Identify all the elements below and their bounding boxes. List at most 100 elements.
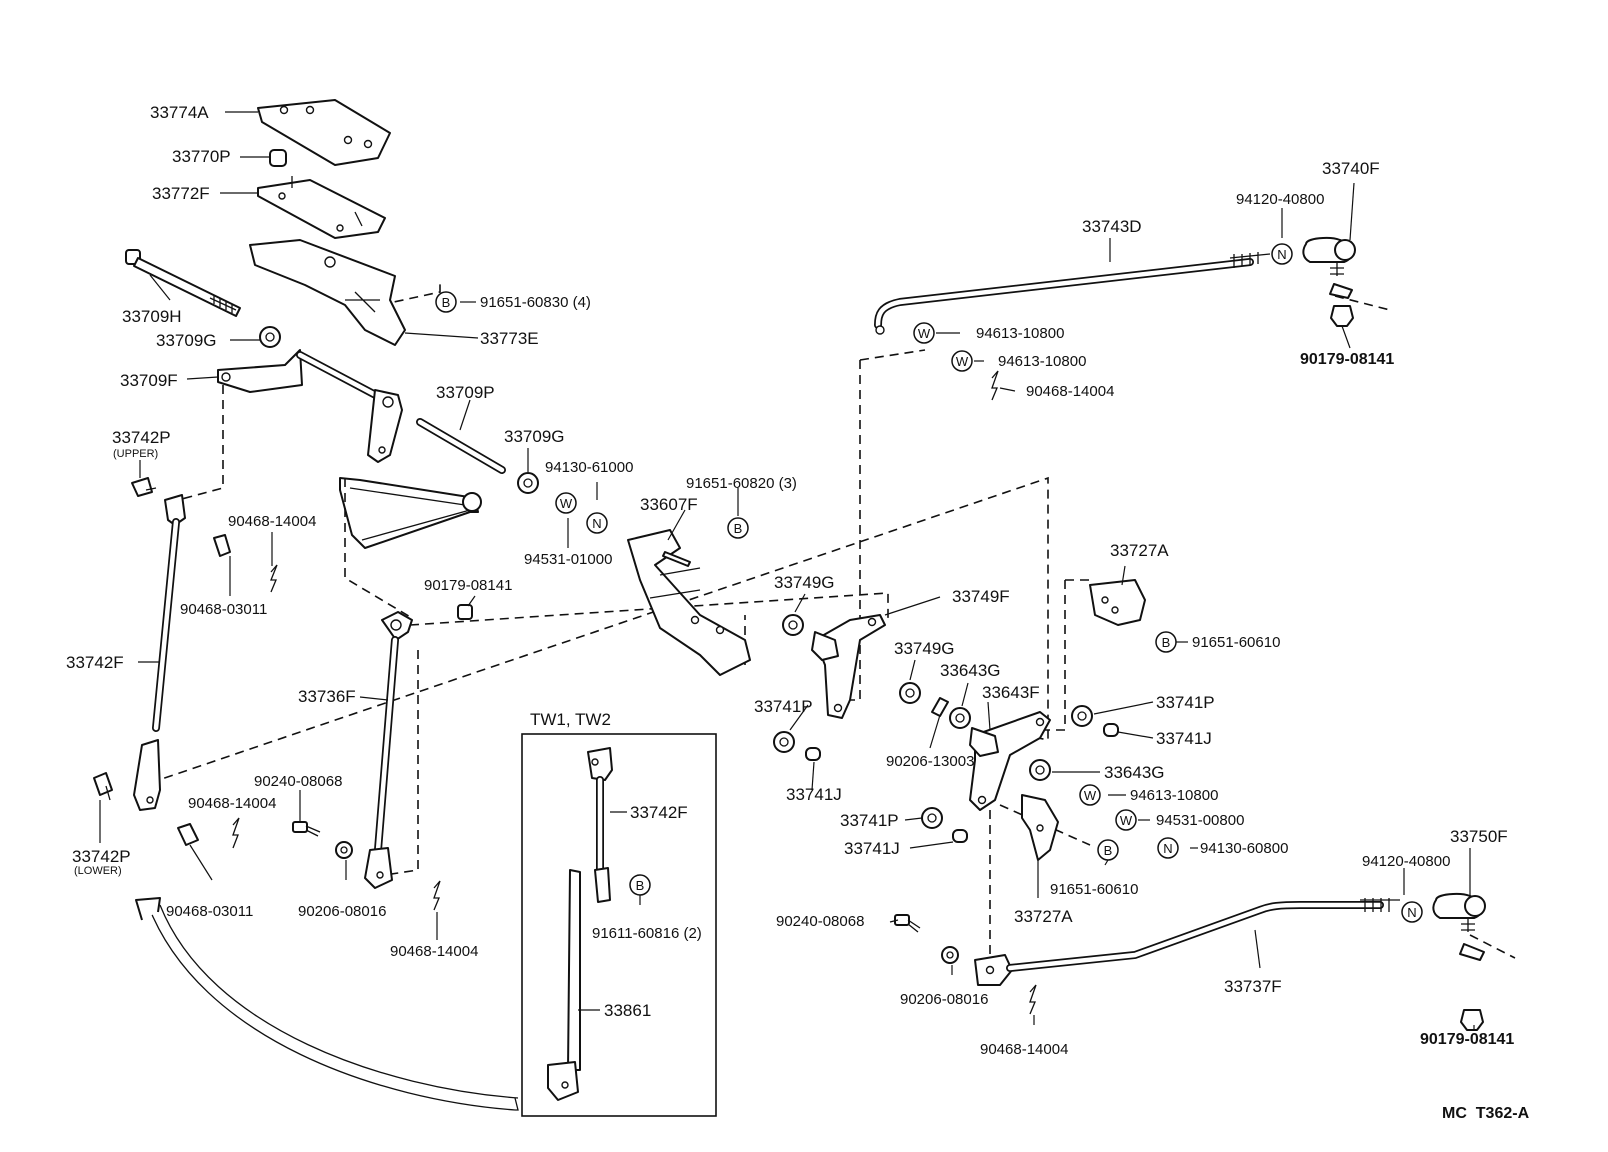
label-94120-40800-top: 94120-40800: [1236, 191, 1324, 208]
bushing-33741j-b: [1103, 723, 1119, 737]
bushing-33643g-b: [1029, 759, 1051, 781]
clip-90468-03011-a: [213, 534, 231, 557]
label-33741p-a: 33741P: [754, 697, 813, 716]
label-90468-03011-b: 90468-03011: [166, 903, 253, 920]
label-33741j-a: 33741J: [786, 785, 842, 804]
label-33741j-b: 33741J: [1156, 729, 1212, 748]
nut-90179-08141-mid: [457, 604, 473, 620]
bushing-33741p-c: [921, 807, 943, 829]
bushing-33749g-b: [899, 682, 921, 704]
label-90179-08141-bot: 90179-08141: [1420, 1031, 1514, 1048]
svg-text:W: W: [1120, 813, 1133, 828]
washer-symbol-94613-10800-a: W: [913, 322, 935, 344]
label-90468-14004-e: 90468-14004: [980, 1041, 1068, 1058]
pin-90468-14004-b: [232, 817, 240, 849]
ball-joint-33750f: [1432, 892, 1486, 932]
label-90206-08016-a: 90206-08016: [298, 903, 386, 920]
label-33741j-c: 33741J: [844, 839, 900, 858]
label-91651-60830: 91651-60830 (4): [480, 294, 591, 311]
bolt-90240-08068-a: [292, 821, 321, 837]
washer-symbol-94531-01000: W: [555, 492, 577, 514]
label-90240-08068-a: 90240-08068: [254, 773, 342, 790]
bolt-symbol-91651-60610-b: B: [1097, 839, 1119, 861]
label-33740f: 33740F: [1322, 159, 1380, 178]
washer-90206-08016-a: [335, 841, 353, 859]
label-upper-note: (UPPER): [113, 448, 158, 460]
label-33742f-tw: 33742F: [630, 803, 688, 822]
washer-90206-08016-b: [941, 946, 959, 964]
bracket-33727a-bot: [1021, 794, 1059, 861]
plate-33774a: [257, 99, 391, 166]
nut-symbol-94130-60800: N: [1157, 837, 1179, 859]
label-90468-14004-c: 90468-14004: [390, 943, 478, 960]
label-tw-group: TW1, TW2: [530, 710, 611, 729]
svg-text:B: B: [734, 521, 743, 536]
washer-symbol-94531-00800: W: [1115, 809, 1137, 831]
pin-90468-14004-c: [433, 880, 441, 911]
label-94531-00800: 94531-00800: [1156, 812, 1244, 829]
lower-frame-rod: [339, 477, 482, 549]
washer-33740f-ring: [1329, 283, 1353, 299]
label-33736f: 33736F: [298, 687, 356, 706]
label-91651-60610-a: 91651-60610: [1192, 634, 1280, 651]
label-33643f: 33643F: [982, 683, 1040, 702]
bolt-symbol-91651-60830: B: [435, 291, 457, 313]
label-33727a-bot: 33727A: [1014, 907, 1073, 926]
bracket-33607f: [627, 529, 751, 676]
svg-text:N: N: [1163, 841, 1172, 856]
svg-text:B: B: [442, 295, 451, 310]
label-33709f: 33709F: [120, 371, 178, 390]
nut-symbol-94130-61000: N: [586, 512, 608, 534]
pin-90468-14004-d: [991, 370, 999, 401]
label-33607f: 33607F: [640, 495, 698, 514]
label-90179-08141-top: 90179-08141: [1300, 351, 1394, 368]
label-90240-08068-b: 90240-08068: [776, 913, 864, 930]
nut-symbol-94120-40800-bot: N: [1401, 901, 1423, 923]
label-91611-60816: 91611-60816 (2): [592, 925, 702, 942]
rod-33742f: [133, 494, 186, 811]
bolt-33709h: [125, 249, 241, 317]
label-33772f: 33772F: [152, 184, 210, 203]
label-33749g-b: 33749G: [894, 639, 955, 658]
label-lower-note: (LOWER): [74, 865, 122, 877]
rod-33737f: [974, 898, 1400, 986]
nut-symbol-94120-40800-top: N: [1271, 243, 1293, 265]
label-90179-08141-mid: 90179-08141: [424, 577, 512, 594]
svg-text:W: W: [918, 326, 931, 341]
pin-90468-14004-a: [270, 564, 278, 593]
label-94613-10800-b: 94613-10800: [998, 353, 1086, 370]
bushing-33741p-b: [1071, 705, 1093, 727]
label-33643g-b: 33643G: [1104, 763, 1165, 782]
label-94120-40800-bot: 94120-40800: [1362, 853, 1450, 870]
up-arrow: [135, 897, 519, 1111]
label-33741p-b: 33741P: [1156, 693, 1215, 712]
label-94130-60800: 94130-60800: [1200, 840, 1288, 857]
washer-symbol-94613-10800-c: W: [1079, 784, 1101, 806]
rod-33743d: [874, 252, 1271, 335]
bolt-33742p-lower: [93, 772, 113, 801]
svg-text:B: B: [1162, 635, 1171, 650]
shaft-lever-33709f: [217, 349, 403, 463]
label-90206-13003: 90206-13003: [886, 753, 974, 770]
bushing-33643g-a: [949, 707, 971, 729]
bushing-33749g-a: [782, 614, 804, 636]
label-33861: 33861: [604, 1001, 651, 1020]
washer-33750f-ring: [1459, 943, 1485, 961]
label-33749g-a: 33749G: [774, 573, 835, 592]
bushing-33709g-top: [259, 326, 281, 348]
pin-33709p: [416, 418, 506, 474]
svg-text:N: N: [1277, 247, 1286, 262]
bolt-33742p-upper: [131, 477, 157, 497]
bolt-symbol-91611-60816: B: [629, 874, 651, 896]
label-94130-61000: 94130-61000: [545, 459, 633, 476]
bolt-symbol-91651-60820: B: [727, 517, 749, 539]
label-33743d: 33743D: [1082, 217, 1142, 236]
label-90468-03011-a: 90468-03011: [180, 601, 267, 618]
lever-33643f: [969, 711, 1051, 811]
spacer-33770p: [269, 149, 287, 167]
label-33773e: 33773E: [480, 329, 539, 348]
svg-text:B: B: [636, 878, 645, 893]
label-90468-14004-b: 90468-14004: [188, 795, 276, 812]
label-33774a: 33774A: [150, 103, 209, 122]
lever-33749f: [811, 614, 886, 719]
